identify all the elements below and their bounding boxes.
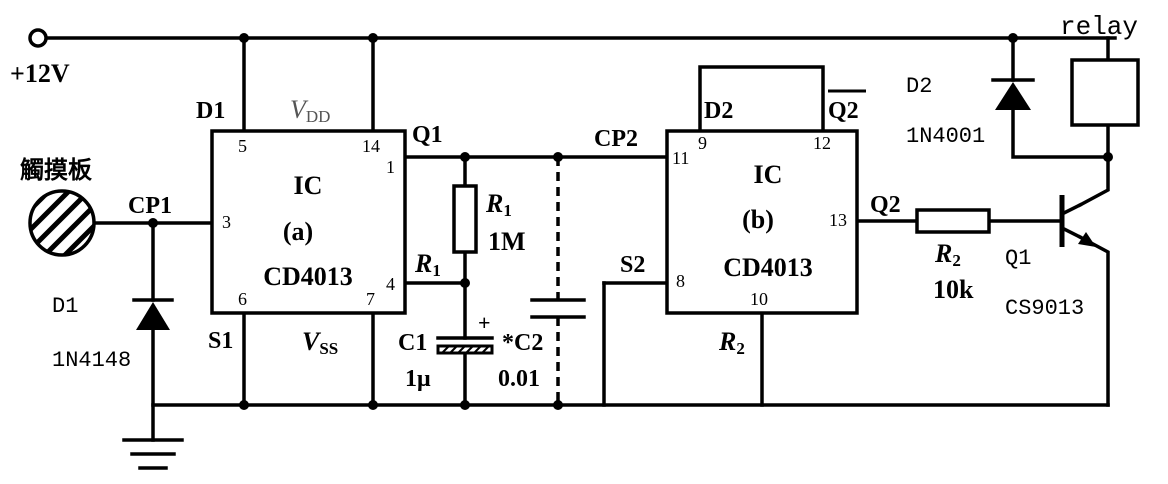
junction-dot	[1008, 33, 1018, 43]
label-vss: VSS	[302, 327, 338, 358]
d2-part: 1N4001	[906, 124, 985, 149]
ic-b-pin11: 11	[672, 148, 689, 168]
relay-label: relay	[1060, 12, 1138, 42]
ic-b-pin12: 12	[813, 133, 831, 153]
diode-icon	[136, 302, 170, 330]
c1-polarity: +	[478, 310, 491, 335]
label-q1: Q1	[412, 122, 443, 148]
supply-terminal: +12V	[10, 28, 70, 88]
junction-dot	[148, 218, 158, 228]
supply-label: +12V	[10, 59, 70, 88]
d1-name: D1	[52, 294, 78, 319]
label-s2-pin: S2	[620, 252, 645, 278]
ic-b-body	[665, 129, 859, 315]
c2-value: 0.01	[498, 366, 540, 392]
ic-b-pin9: 9	[698, 133, 707, 153]
ic-b-line2: (b)	[742, 205, 774, 234]
q1-part: CS9013	[1005, 296, 1084, 321]
ic-a-line3: CD4013	[263, 262, 353, 291]
junction-dot	[368, 400, 378, 410]
r2-name: R2	[934, 239, 961, 270]
wire-d2-bottom	[1011, 108, 1110, 159]
relay: relay	[1060, 12, 1140, 127]
ic-b-pin8: 8	[676, 271, 685, 291]
wire-collector-relay	[1077, 123, 1110, 208]
ground-symbol	[122, 438, 184, 470]
wire-emitter-ground	[1077, 234, 1110, 407]
c1-name: C1	[398, 330, 427, 356]
resistor-icon	[915, 208, 991, 234]
ic-b-line1: IC	[754, 160, 783, 189]
capacitor-c2: *C2 0.01	[498, 157, 586, 405]
transistor-q1: Q1 CS9013	[1005, 195, 1096, 321]
resistor-r1: R1 1M	[452, 184, 526, 256]
wires	[44, 36, 1117, 442]
label-vdd: VDD	[290, 95, 330, 126]
junction-dot	[553, 400, 563, 410]
ic-b-line3: CD4013	[723, 253, 813, 282]
ic-a-pin1: 1	[386, 157, 395, 177]
label-q2-bar: Q2	[828, 98, 859, 124]
ic-b-pin13: 13	[829, 210, 847, 230]
ic-a-pin6: 6	[238, 289, 247, 309]
ic-a: IC (a) CD4013 5 14 1 3 4 6 7	[210, 129, 407, 315]
relay-coil-icon	[1070, 58, 1140, 127]
ic-a-pin14: 14	[362, 136, 380, 156]
junction-dot	[239, 400, 249, 410]
label-r1-node: R1	[414, 249, 441, 280]
ic-a-line1: IC	[294, 171, 323, 200]
junction-dot	[460, 278, 470, 288]
d1-part: 1N4148	[52, 348, 131, 373]
diode-icon	[995, 82, 1031, 110]
resistor-icon	[452, 184, 478, 254]
label-r2-node: R2	[718, 327, 745, 358]
wire-d2-q2bar-loop	[698, 65, 825, 133]
junction-dot	[1103, 152, 1113, 162]
ic-a-body	[210, 129, 407, 315]
label-d2-pin: D2	[704, 98, 733, 124]
ic-a-pin4: 4	[386, 274, 395, 294]
terminal-circle-icon	[28, 28, 48, 48]
capacitor-c1: + C1 1μ	[398, 310, 494, 392]
q1-name: Q1	[1005, 246, 1031, 271]
resistor-r2: R2 10k	[915, 208, 991, 304]
touch-plate: 觸摸板	[20, 157, 96, 257]
r1-name: R1	[485, 189, 512, 220]
ic-a-pin5: 5	[238, 136, 247, 156]
ic-a-line2: (a)	[283, 217, 313, 246]
r1-value: 1M	[488, 227, 526, 256]
junction-dot	[239, 33, 249, 43]
label-cp1: CP1	[128, 193, 172, 219]
label-s1-pin: S1	[208, 328, 233, 354]
c2-name: *C2	[502, 330, 543, 356]
c1-value: 1μ	[405, 366, 431, 392]
ic-a-pin3: 3	[222, 212, 231, 232]
d2-name: D2	[906, 74, 932, 99]
junction-dot	[368, 33, 378, 43]
ic-a-pin7: 7	[366, 289, 375, 309]
diode-d2: D2 1N4001	[906, 74, 1035, 149]
junction-dot	[460, 400, 470, 410]
label-d1-pin: D1	[196, 98, 225, 124]
junction-dot	[460, 152, 470, 162]
ic-b: IC (b) CD4013 9 12 11 13 8 10	[665, 129, 859, 315]
diode-d1: D1 1N4148	[52, 294, 174, 373]
touch-plate-label: 觸摸板	[20, 157, 93, 184]
label-cp2: CP2	[594, 126, 638, 152]
ic-b-pin10: 10	[750, 289, 768, 309]
r2-value: 10k	[933, 275, 974, 304]
label-q2-out: Q2	[870, 192, 901, 218]
